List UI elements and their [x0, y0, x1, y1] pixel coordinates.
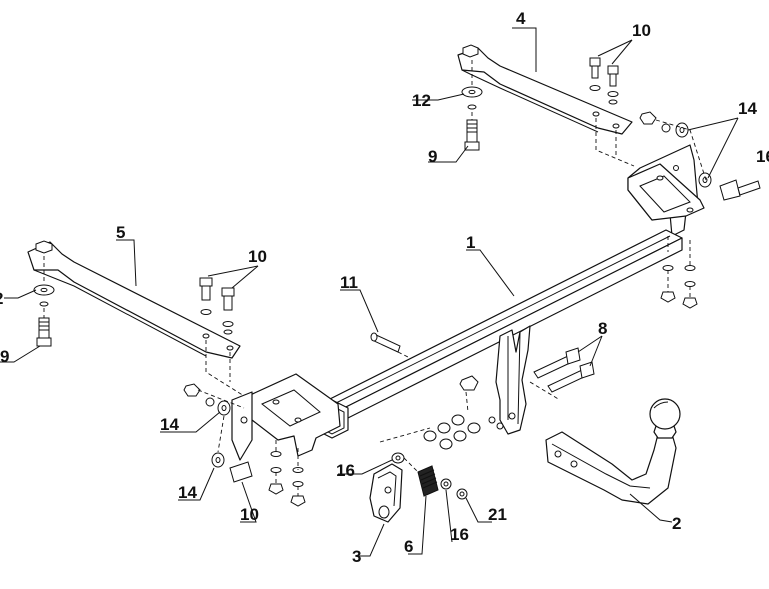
callout-2: 2 — [672, 514, 681, 533]
pin-11 — [370, 332, 401, 353]
bolts-10-left — [199, 277, 235, 335]
callout-8: 8 — [598, 319, 607, 338]
mounting-strap-right — [457, 47, 633, 135]
nut-16-upper — [391, 452, 405, 464]
nut-21 — [456, 488, 468, 500]
callout-4: 4 — [516, 9, 526, 28]
callout-9-right: 9 — [428, 147, 437, 166]
bolts-10-top-right — [589, 57, 619, 105]
callout-14-left: 14 — [160, 415, 179, 434]
callout-labels: 1 2 2 3 4 5 6 8 9 9 10 10 10 11 12 14 14… — [0, 9, 769, 566]
leader-lines — [0, 27, 739, 557]
nuts-centre — [423, 414, 481, 450]
callout-14-bottom: 14 — [178, 483, 197, 502]
bolts-8 — [533, 347, 595, 393]
callout-2-left-edge: 2 — [0, 289, 3, 308]
side-bracket-right — [627, 144, 705, 237]
nut-top-right — [462, 44, 479, 58]
callout-21: 21 — [488, 505, 507, 524]
nuts-left-bracket — [268, 451, 306, 507]
tow-ball-neck — [545, 431, 677, 505]
hardware-14-left — [183, 383, 253, 483]
washer-12-right — [461, 86, 483, 98]
callout-12: 12 — [412, 91, 431, 110]
callout-16-right-edge: 16 — [756, 147, 769, 166]
callout-3: 3 — [352, 547, 361, 566]
washer-16-lower — [440, 478, 452, 490]
callout-9-left: 9 — [0, 347, 9, 366]
callout-10-bottom: 10 — [240, 505, 259, 524]
callout-5: 5 — [116, 223, 125, 242]
callout-1: 1 — [466, 233, 475, 252]
callout-10-top: 10 — [632, 21, 651, 40]
socket-bracket-3 — [369, 463, 403, 523]
nut-top-left — [35, 240, 53, 254]
tow-ball — [649, 398, 681, 439]
callout-11: 11 — [340, 273, 358, 292]
washer-12-left — [33, 284, 55, 296]
ball-mount-bracket — [488, 325, 531, 435]
cross-beam — [315, 229, 683, 439]
callout-10-left: 10 — [248, 247, 267, 266]
callout-16-left: 16 — [336, 461, 355, 480]
callout-16-bottom: 16 — [450, 525, 469, 544]
bolt-9-left — [36, 317, 52, 347]
bolt-9-right — [464, 119, 480, 151]
callout-14-right: 14 — [738, 99, 757, 118]
callout-6: 6 — [404, 537, 413, 556]
spring-6 — [417, 465, 439, 497]
side-bracket-left — [231, 373, 341, 461]
